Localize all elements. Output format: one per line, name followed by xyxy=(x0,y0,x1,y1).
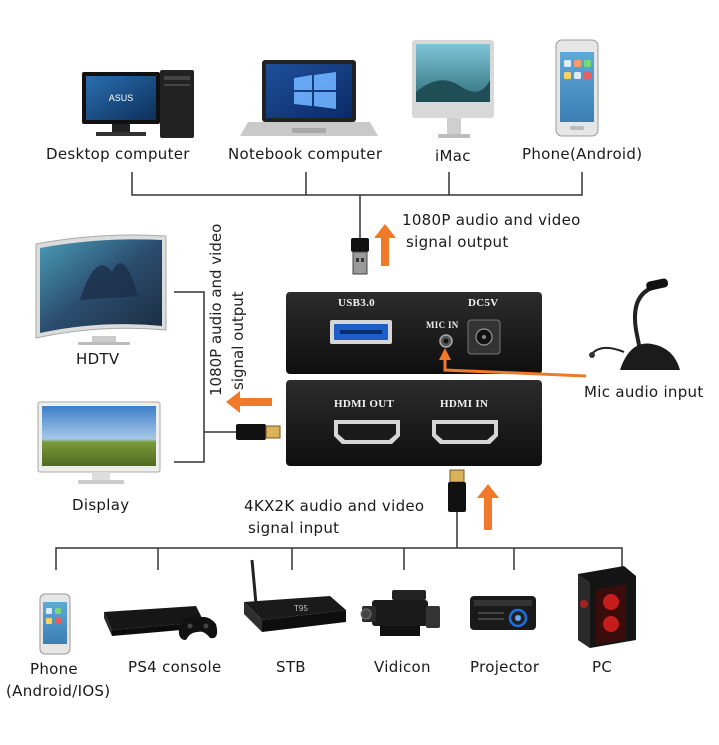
mic-jack-icon xyxy=(439,334,453,348)
top-connection-lines xyxy=(131,172,583,240)
usb3-port-label: USB3.0 xyxy=(338,297,375,309)
bottom-connection-lines xyxy=(55,512,623,570)
stb-box-image: T95 xyxy=(244,559,346,632)
display-monitor-image xyxy=(37,401,161,484)
pc-tower-image xyxy=(578,566,636,648)
hdmi-input-label-line2: signal input xyxy=(248,519,340,537)
hdtv-image xyxy=(35,234,167,345)
capture-device-top-panel xyxy=(286,292,542,374)
display-label: Display xyxy=(72,496,130,514)
projector-label: Projector xyxy=(470,658,540,676)
phone-label-line1: Phone xyxy=(30,660,78,678)
android-phone-image xyxy=(555,39,599,137)
hdmi-output-label-line1: 1080P audio and video xyxy=(207,223,225,396)
svg-text:ASUS: ASUS xyxy=(109,93,134,103)
usb-plug-icon xyxy=(351,238,369,275)
hdmi-output-arrow xyxy=(226,391,272,413)
usb-output-label-line2: signal output xyxy=(406,233,509,251)
dc5v-jack-icon xyxy=(467,319,501,355)
notebook-computer-image xyxy=(240,60,378,136)
hdmi-out-port-icon xyxy=(334,420,400,444)
hdmi-in-port-icon xyxy=(432,420,498,444)
vidicon-camera-image xyxy=(360,590,440,636)
ps4-console-image xyxy=(104,606,218,640)
stb-brand: T95 xyxy=(294,604,308,613)
usb-output-label-line1: 1080P audio and video xyxy=(402,211,581,229)
pc-label: PC xyxy=(592,658,613,676)
mic-in-port-label: MIC IN xyxy=(426,320,459,330)
dc5v-port-label: DC5V xyxy=(468,297,499,309)
vidicon-label: Vidicon xyxy=(374,658,431,676)
imac-image xyxy=(412,40,494,138)
notebook-computer-label: Notebook computer xyxy=(228,145,383,163)
hdmi-plug-bottom-icon xyxy=(448,469,466,512)
hdmi-out-port-label: HDMI OUT xyxy=(334,398,395,410)
ps4-console-label: PS4 console xyxy=(128,658,222,676)
mic-input-arrow xyxy=(439,348,587,378)
mic-audio-input-label: Mic audio input xyxy=(584,383,704,401)
hdmi-in-port-label: HDMI IN xyxy=(440,398,489,410)
left-connection-lines xyxy=(174,291,240,463)
stb-label: STB xyxy=(276,658,306,676)
hdtv-label: HDTV xyxy=(76,350,120,368)
projector-image xyxy=(470,596,536,630)
hdmi-input-arrow xyxy=(477,484,499,530)
desktop-computer-label: Desktop computer xyxy=(46,145,190,163)
hdmi-output-label-line2: signal output xyxy=(229,291,247,390)
capture-device-bottom-panel xyxy=(286,380,542,466)
imac-label: iMac xyxy=(435,147,471,165)
usb3-port-icon xyxy=(330,320,392,344)
desktop-computer-image: ASUS xyxy=(82,70,194,138)
android-phone-label: Phone(Android) xyxy=(522,145,643,163)
phone-android-ios-image xyxy=(39,593,71,655)
hdmi-input-label-line1: 4KX2K audio and video xyxy=(244,497,425,515)
phone-label-line2: (Android/IOS) xyxy=(6,682,111,700)
microphone-image xyxy=(589,278,680,370)
usb-output-arrow xyxy=(374,224,396,266)
hdmi-plug-left-icon xyxy=(236,424,281,440)
